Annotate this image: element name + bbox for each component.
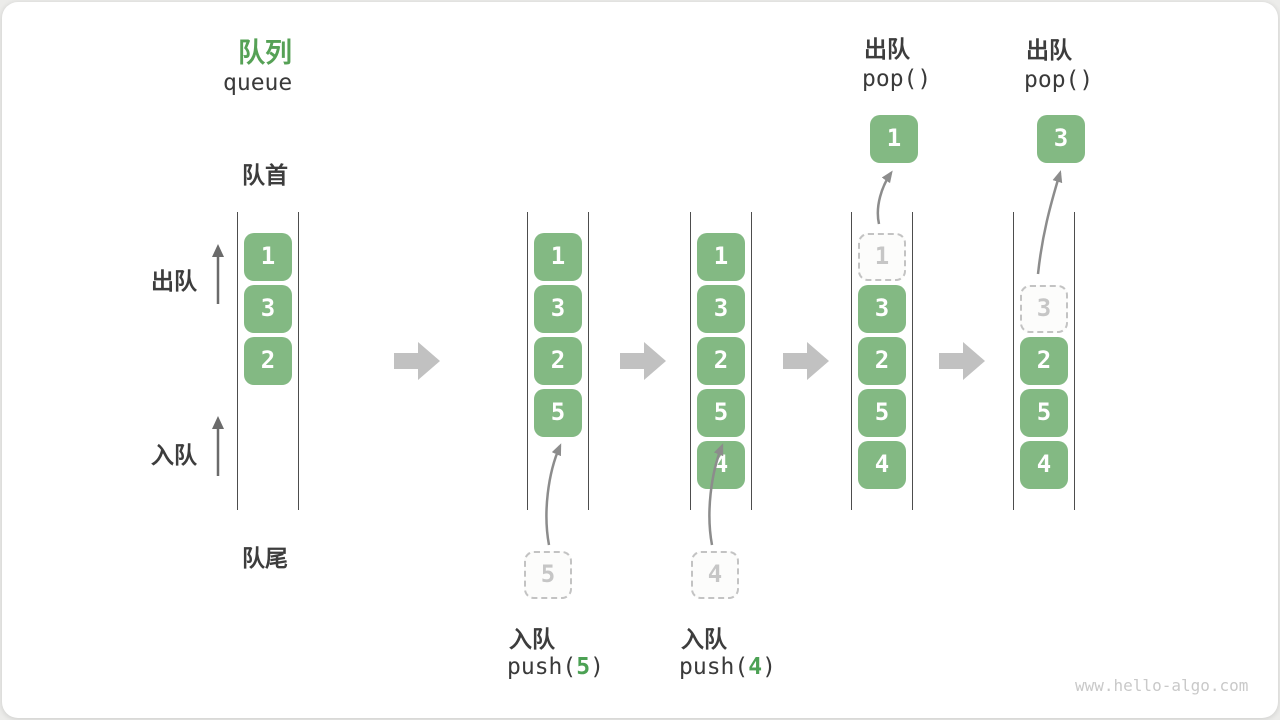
ghost-cell: 3 (1020, 285, 1068, 333)
enqueue-direction-arrow-icon (212, 416, 224, 476)
popped-cell: 1 (870, 115, 918, 163)
queue-cell: 3 (244, 285, 292, 333)
label-dequeue: 出队 (151, 268, 197, 294)
dequeue-curved-arrow-icon (1036, 170, 1063, 275)
queue-cell: 5 (534, 389, 582, 437)
push-code-open: push( (507, 654, 577, 680)
queue-track-state1: 1 3 2 (237, 212, 299, 510)
push-code-arg: 5 (576, 654, 591, 680)
enqueue-curved-arrow-icon (545, 443, 562, 546)
label-enqueue: 入队 (151, 442, 197, 468)
queue-cell: 3 (534, 285, 582, 333)
queue-cell: 2 (244, 337, 292, 385)
queue-cell: 5 (858, 389, 906, 437)
incoming-cell: 4 (691, 551, 739, 599)
push-label-code: push(4) (679, 654, 776, 680)
queue-cell: 2 (697, 337, 745, 385)
queue-cell: 2 (534, 337, 582, 385)
queue-cell: 3 (697, 285, 745, 333)
title-en: queue (223, 70, 293, 96)
queue-track-state5: 3 2 5 4 (1013, 212, 1075, 510)
ghost-cell: 1 (858, 233, 906, 281)
watermark: www.hello-algo.com (1075, 676, 1249, 695)
transition-arrow-icon (620, 342, 666, 380)
queue-cell: 1 (697, 233, 745, 281)
dequeue-direction-arrow-icon (212, 244, 224, 304)
queue-cell: 5 (697, 389, 745, 437)
push-label-zh: 入队 (681, 626, 727, 652)
push-label-zh: 入队 (509, 626, 555, 652)
popped-cell: 3 (1037, 115, 1085, 163)
queue-cell: 1 (244, 233, 292, 281)
push-label-code: push(5) (507, 654, 604, 680)
queue-cell: 4 (1020, 441, 1068, 489)
push-code-close: ) (762, 654, 776, 680)
transition-arrow-icon (783, 342, 829, 380)
queue-cell: 1 (534, 233, 582, 281)
label-queue-rear: 队尾 (242, 545, 288, 571)
push-code-arg: 4 (748, 654, 763, 680)
queue-cell: 2 (1020, 337, 1068, 385)
pop-label-code: pop() (862, 66, 932, 92)
push-code-close: ) (590, 654, 604, 680)
push-code-open: push( (679, 654, 749, 680)
dequeue-curved-arrow-icon (876, 170, 893, 225)
queue-track-state4: 1 3 2 5 4 (851, 212, 913, 510)
pop-label-zh: 出队 (1026, 37, 1072, 63)
queue-cell: 3 (858, 285, 906, 333)
transition-arrow-icon (394, 342, 440, 380)
queue-cell: 4 (858, 441, 906, 489)
pop-label-code: pop() (1024, 67, 1094, 93)
queue-cell: 5 (1020, 389, 1068, 437)
label-queue-front: 队首 (242, 162, 288, 188)
queue-cell: 2 (858, 337, 906, 385)
pop-label-zh: 出队 (864, 36, 910, 62)
incoming-cell: 5 (524, 551, 572, 599)
title-zh: 队列 (238, 38, 292, 68)
enqueue-curved-arrow-icon (708, 443, 724, 546)
transition-arrow-icon (939, 342, 985, 380)
queue-track-state2: 1 3 2 5 (527, 212, 589, 510)
